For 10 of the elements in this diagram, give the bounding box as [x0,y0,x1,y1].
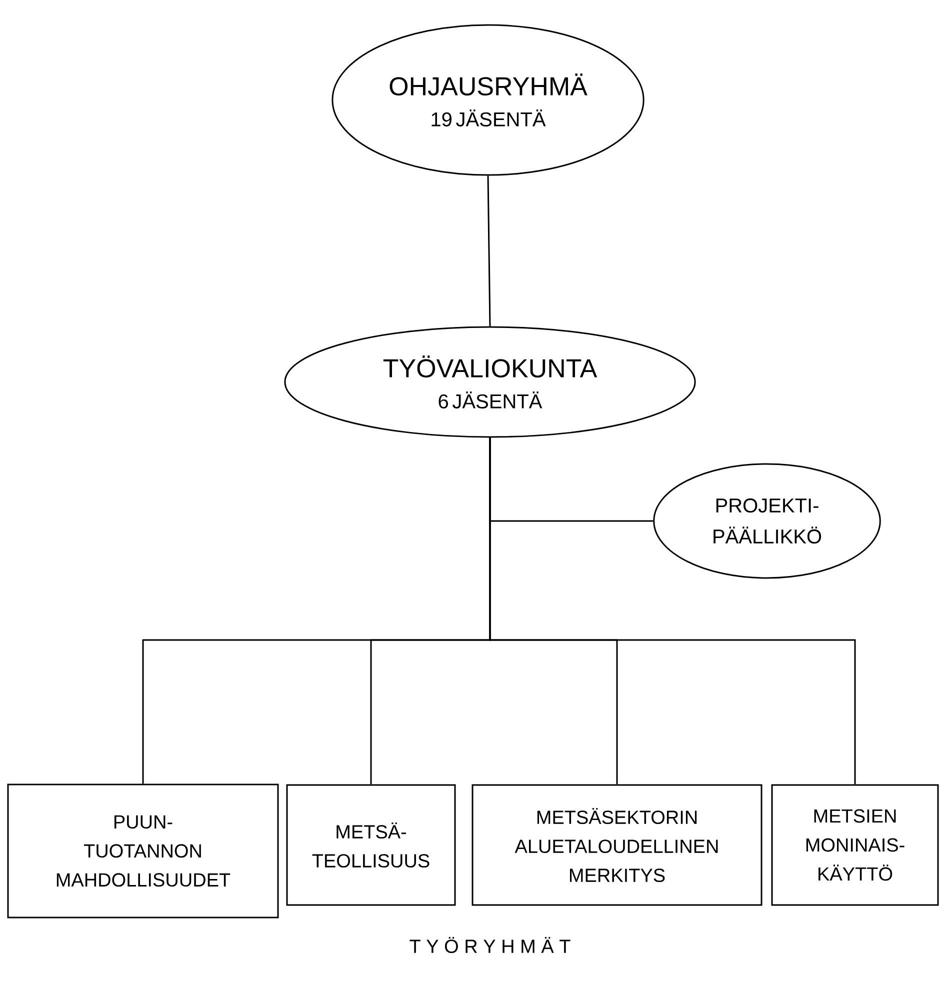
group-box: METSIEN MONINAIS- KÄYTTÖ [771,784,939,906]
group-heading: T Y Ö R Y H M Ä T [410,936,570,954]
group-box: PUUN- TUOTANNON MAHDOLLISUUDET [7,784,279,918]
connector-line [489,438,856,784]
group-box: METSÄSEKTORIN ALUETALOUDELLINEN MERKITYS [472,784,762,906]
group-box: METSÄ- TEOLLISUUS [286,784,456,906]
connector-line [487,176,491,326]
ellipse-node: PROJEKTI- PÄÄLLIKKÖ [653,463,881,579]
ellipse-node: OHJAUSRYHMÄ 19 JÄSENTÄ [332,24,644,176]
ellipse-node: TYÖVALIOKUNTA 6 JÄSENTÄ [284,326,696,438]
